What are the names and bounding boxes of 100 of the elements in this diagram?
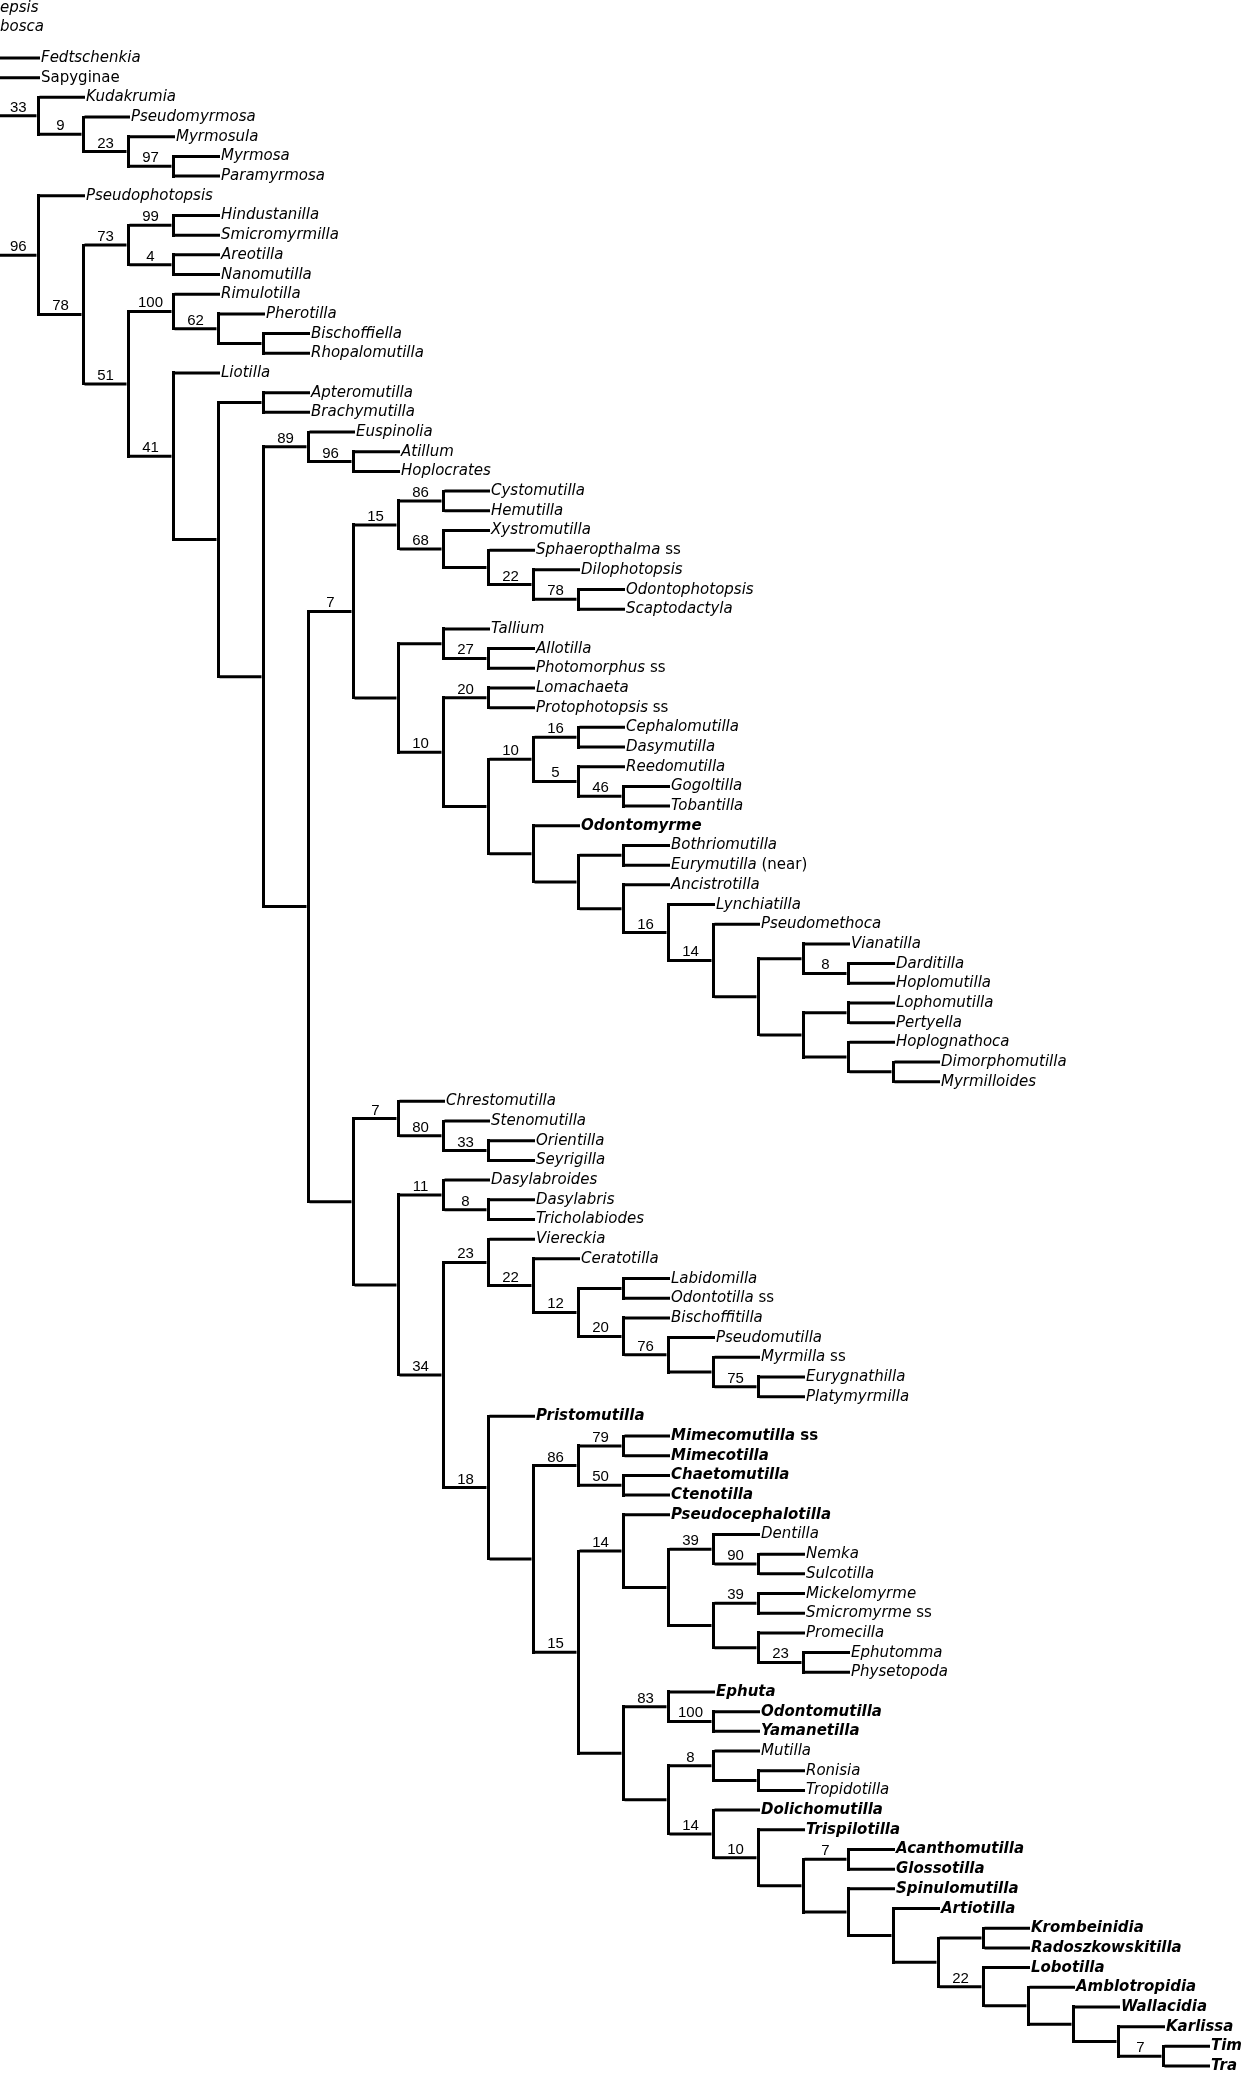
taxon-name: Smicromyrmilla: [221, 225, 339, 244]
clade-node-line: [36, 194, 40, 316]
branch-line: [264, 410, 310, 414]
clade-node-line: [801, 1857, 805, 1914]
taxon-name: Gogoltilla: [671, 776, 743, 795]
branch-line: [534, 1310, 577, 1314]
clade-node-line: [576, 725, 580, 749]
taxon-name: Hemutilla: [491, 500, 564, 519]
branch-line: [984, 2004, 1027, 2008]
taxon-name: Stenomutilla: [491, 1111, 586, 1130]
taxon-name: Sapyginae: [41, 67, 120, 86]
branch-line: [849, 1867, 895, 1871]
branch-line: [1074, 2039, 1117, 2043]
support-value: 8: [820, 956, 831, 972]
taxon-name: Dentilla: [761, 1524, 819, 1543]
branch-line: [849, 1040, 895, 1044]
branch-line: [579, 1286, 622, 1290]
clade-node-line: [846, 1001, 850, 1025]
branch-line: [939, 1985, 982, 1989]
taxon-name: Mimecotilla: [671, 1445, 769, 1464]
taxon-name: Reedomutilla: [626, 756, 726, 775]
clade-node-line: [621, 1705, 625, 1802]
taxon-name: Acanthomutilla: [896, 1839, 1025, 1858]
branch-line: [534, 824, 580, 828]
taxon-name: Dolichomutilla: [761, 1800, 883, 1819]
clade-node-line: [576, 588, 580, 611]
branch-line: [534, 735, 577, 739]
branch-line: [489, 1557, 532, 1561]
branch-line: [669, 1690, 715, 1694]
clade-node-line: [801, 1011, 805, 1059]
taxon-name: Rimulotilla: [221, 284, 301, 303]
taxon-name: Pseudomutilla: [716, 1327, 822, 1346]
branch-line: [489, 583, 532, 587]
clade-node-line: [486, 686, 490, 710]
branch-line: [624, 1277, 670, 1281]
taxon-name: Odontotilla ss: [671, 1288, 775, 1307]
support-value: 34: [411, 1358, 430, 1373]
branch-line: [174, 538, 217, 542]
taxon-name: Pherotilla: [266, 303, 337, 322]
taxon-name: Physetopoda: [851, 1662, 948, 1681]
branch-line: [489, 1414, 535, 1418]
branch-line: [489, 1158, 535, 1162]
branch-line: [669, 1624, 712, 1627]
branch-line: [0, 253, 37, 257]
branch-line: [624, 1454, 670, 1458]
taxon-name: Hoplomutilla: [896, 973, 992, 992]
branch-line: [669, 1720, 712, 1723]
branch-line: [354, 1283, 397, 1287]
support-value: 7: [1135, 2039, 1146, 2055]
branch-line: [444, 509, 490, 513]
branch-line: [129, 135, 175, 139]
branch-line: [849, 1887, 895, 1891]
taxon-name: Seyrigilla: [536, 1150, 606, 1169]
clade-node-line: [486, 548, 490, 587]
support-value: 16: [546, 720, 565, 736]
branch-line: [759, 1592, 805, 1596]
branch-line: [0, 76, 40, 80]
clade-node-line: [441, 1178, 445, 1212]
branch-line: [129, 454, 172, 458]
clade-node-line: [351, 523, 355, 700]
branch-line: [669, 959, 712, 962]
taxon-name: Myrmosula: [176, 126, 259, 145]
branch-line: [354, 1117, 397, 1121]
branch-line: [939, 1936, 982, 1940]
branch-line: [174, 371, 220, 375]
branch-line: [624, 1513, 670, 1517]
branch-line: [624, 1473, 670, 1477]
taxon-name: Mutilla: [761, 1741, 812, 1759]
clade-node-line: [396, 499, 400, 551]
support-value: 39: [726, 1586, 745, 1602]
branch-line: [894, 1960, 937, 1964]
taxon-name: Myrmosa: [221, 146, 290, 165]
branch-line: [309, 460, 352, 464]
branch-line: [714, 1710, 760, 1714]
taxon-name: Pseudophotopsis: [86, 185, 213, 204]
taxon-name: Mimecomutilla ss: [671, 1426, 819, 1445]
branch-line: [489, 706, 535, 710]
branch-line: [444, 627, 490, 631]
branch-line: [579, 1334, 622, 1338]
taxon-name: Cephalomutilla: [626, 717, 739, 736]
branch-line: [534, 1257, 580, 1261]
clade-node-line: [711, 1710, 715, 1733]
branch-line: [804, 971, 847, 975]
branch-line: [624, 804, 670, 808]
branch-line: [669, 903, 715, 906]
branch-line: [219, 675, 262, 679]
support-value: 10: [501, 742, 520, 758]
branch-line: [399, 1099, 445, 1103]
branch-line: [759, 1769, 805, 1773]
support-value: 23: [771, 1645, 790, 1661]
branch-line: [579, 853, 622, 857]
taxon-name: Spinulomutilla: [896, 1878, 1019, 1897]
support-value: 39: [681, 1532, 700, 1548]
branch-line: [849, 1001, 895, 1005]
clade-node-line: [396, 1099, 400, 1138]
branch-line: [534, 568, 580, 572]
taxon-name: Pseudocephalotilla: [671, 1504, 832, 1523]
taxon-name: Areotilla: [221, 244, 284, 263]
branch-line: [669, 1370, 712, 1374]
support-value: 41: [141, 439, 160, 455]
